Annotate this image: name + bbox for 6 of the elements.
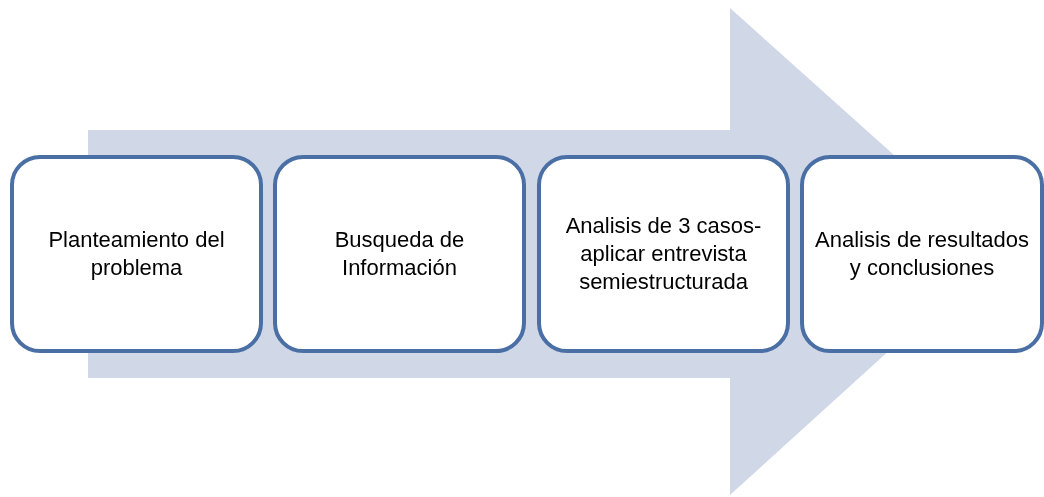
step-text: Analisis de 3 casos- aplicar entrevista semiestructurada	[564, 212, 763, 296]
step-text: Planteamiento del problema	[47, 226, 226, 282]
step-text: Busqueda de Información	[333, 226, 466, 282]
process-box	[10, 155, 263, 353]
process-box	[800, 155, 1044, 353]
step-text: Analisis de resultados y conclusiones	[814, 226, 1030, 282]
